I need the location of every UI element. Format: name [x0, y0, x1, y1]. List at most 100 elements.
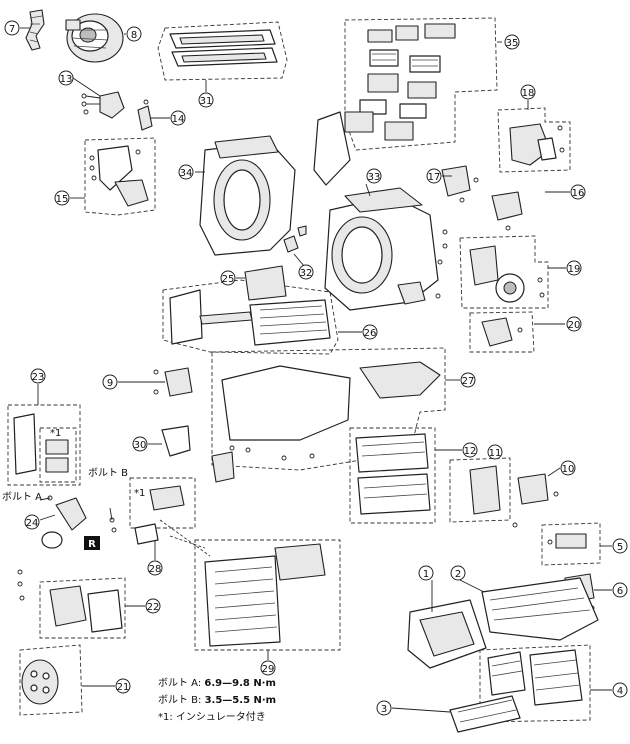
callout-21-label: 21 [117, 682, 130, 693]
part-4-louvers [487, 649, 583, 706]
part-19-link-gear [469, 245, 545, 303]
callout-30: 30 [132, 436, 148, 452]
part-16-actuator [491, 191, 523, 231]
callout-11-label: 11 [489, 448, 502, 459]
callout-22-label: 22 [147, 602, 160, 613]
callout-35-label: 35 [506, 38, 519, 49]
callout-34: 34 [178, 164, 194, 180]
callout-18-label: 18 [522, 88, 535, 99]
frame-23 [7, 404, 81, 486]
part-29-evaporator [204, 543, 326, 647]
callout-25-label: 25 [222, 274, 235, 285]
callout-32: 32 [298, 264, 314, 280]
part-23-seal [13, 413, 69, 475]
callout-28-label: 28 [149, 564, 162, 575]
legend-bolt-a-value: 6.9—9.8 N·m [204, 678, 276, 689]
frame-12 [349, 427, 436, 524]
callout-34-label: 34 [180, 168, 193, 179]
callout-21: 21 [115, 678, 131, 694]
callout-19: 19 [566, 260, 582, 276]
callout-28: 28 [147, 560, 163, 576]
callout-32-label: 32 [300, 268, 313, 279]
r-mark-box [84, 536, 100, 550]
callout-16-label: 16 [572, 188, 585, 199]
callout-17-label: 17 [428, 172, 441, 183]
callout-23: 23 [30, 368, 46, 384]
part-26-heater-core [169, 289, 331, 346]
callout-20: 20 [566, 316, 582, 332]
part-28-insulator [109, 485, 185, 545]
part-18-actuator-assy [509, 123, 565, 166]
callout-33-label: 33 [368, 172, 381, 183]
frame-4 [479, 644, 591, 723]
frame-29 [194, 539, 341, 651]
insulator-note-mark-28: *1 [134, 488, 145, 499]
part-21-insulator-disc [21, 659, 59, 705]
part-32-clip [283, 225, 307, 253]
callout-5-label: 5 [617, 542, 623, 553]
callout-14: 14 [170, 110, 186, 126]
part-5-connector [547, 533, 587, 549]
frame-31 [157, 21, 288, 81]
frame-20 [469, 311, 535, 353]
callout-3: 3 [376, 700, 392, 716]
callout-7-label: 7 [9, 24, 15, 35]
part-14-linkage [137, 99, 153, 131]
callout-29: 29 [260, 660, 276, 676]
callout-6: 6 [612, 582, 628, 598]
part-8-blower-motor [65, 13, 124, 63]
frame-11 [449, 457, 511, 523]
callout-12-label: 12 [464, 446, 477, 457]
callout-16: 16 [570, 184, 586, 200]
part-31-seals [169, 29, 278, 67]
legend-insulator-note: *1: インシュレータ付き [158, 710, 266, 723]
callout-14-label: 14 [172, 114, 185, 125]
callout-15: 15 [54, 190, 70, 206]
legend-bolt-b-value: 3.5—5.5 N·m [205, 695, 277, 706]
part-17-actuator [441, 165, 479, 203]
callout-31-label: 31 [200, 96, 213, 107]
part-3-lower-duct [449, 695, 521, 733]
callout-15-label: 15 [56, 194, 69, 205]
bolt-b-label: ボルト B [88, 467, 128, 479]
callout-22: 22 [145, 598, 161, 614]
part-11-bracket [469, 465, 518, 528]
part-20-lever [481, 317, 523, 347]
callout-1: 1 [418, 565, 434, 581]
legend-bolt-a: ボルト A: 6.9—9.8 N·m [158, 677, 276, 689]
callouts: 1 2 3 4 5 6 7 8 9 10 11 12 13 14 15 16 1… [4, 20, 628, 716]
frame-5 [541, 522, 601, 566]
callout-13-label: 13 [60, 74, 73, 85]
callout-19-label: 19 [568, 264, 581, 275]
callout-30-label: 30 [134, 440, 147, 451]
callout-20-label: 20 [568, 320, 581, 331]
part-33-heater-case [324, 187, 448, 311]
part-13-actuator [81, 91, 125, 119]
frame-28 [129, 477, 196, 529]
callout-27: 27 [460, 372, 476, 388]
callout-12: 12 [462, 442, 478, 458]
insulator-note-mark-23: *1 [50, 428, 61, 439]
callout-8-label: 8 [131, 30, 137, 41]
callout-10: 10 [560, 460, 576, 476]
callout-26: 26 [362, 324, 378, 340]
callout-31: 31 [198, 92, 214, 108]
part-7-duct-hose [25, 9, 45, 51]
part-25-seal [244, 265, 287, 301]
frame-22 [39, 577, 126, 639]
part-24-expansion-valve [41, 495, 87, 549]
callout-9-label: 9 [107, 378, 113, 389]
torque-legend: ボルト A: 6.9—9.8 N·m ボルト B: 3.5—5.5 N·m *1… [158, 677, 276, 723]
callout-29-label: 29 [262, 664, 275, 675]
part-30-pipe [161, 425, 235, 483]
legend-bolt-b-name: ボルト B: [158, 694, 205, 706]
callout-4-label: 4 [617, 686, 623, 697]
part-12-filters [355, 433, 431, 515]
bolt-labels: ボルト A ボルト B *1 *1 R [2, 428, 145, 550]
part-27-lower-case [221, 361, 441, 461]
part-10-sensor [517, 473, 559, 505]
legend-bolt-b: ボルト B: 3.5—5.5 N·m [158, 694, 276, 706]
r-mark-label: R [88, 539, 96, 550]
